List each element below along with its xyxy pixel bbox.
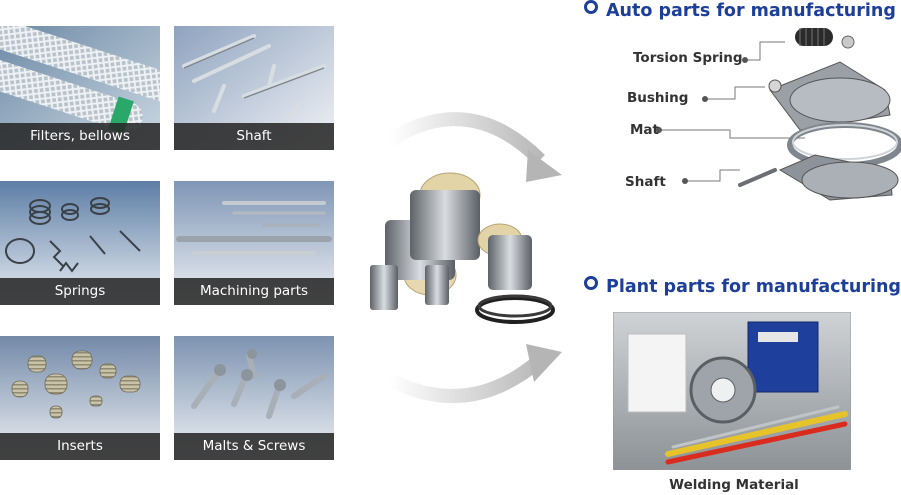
auto-parts-title: Auto parts for manufacturing <box>584 0 896 21</box>
arrow-up-curve <box>386 112 562 182</box>
bullet-icon <box>584 276 598 290</box>
tile-shaft[interactable]: Shaft <box>174 26 334 150</box>
bushing-image <box>768 61 891 131</box>
callout-shaft: Shaft <box>625 174 666 190</box>
tile-filters-bellows[interactable]: Filters, bellows <box>0 26 160 150</box>
center-graphic <box>370 112 562 403</box>
tile-malts-screws[interactable]: Malts & Screws <box>174 336 334 460</box>
callout-mat: Mat <box>630 122 659 138</box>
tile-caption: Machining parts <box>174 278 334 305</box>
auto-parts-diagram <box>656 28 901 201</box>
torsion-spring-image <box>795 28 855 49</box>
tile-caption: Inserts <box>0 433 160 460</box>
welding-material-image <box>613 312 851 470</box>
tile-caption: Shaft <box>174 123 334 150</box>
shaft-part-image <box>738 154 899 201</box>
tile-inserts[interactable]: Inserts <box>0 336 160 460</box>
callout-bushing: Bushing <box>627 90 689 106</box>
bullet-icon <box>584 0 598 14</box>
tile-machining-parts[interactable]: Machining parts <box>174 181 334 305</box>
welding-material-caption: Welding Material <box>669 477 799 493</box>
tile-caption: Filters, bellows <box>0 123 160 150</box>
arrow-down-curve <box>386 344 562 403</box>
wire-spools-image <box>370 172 555 324</box>
tile-caption: Malts & Screws <box>174 433 334 460</box>
callout-torsion-spring: Torsion Spring <box>633 50 743 66</box>
tile-caption: Springs <box>0 278 160 305</box>
tile-springs[interactable]: Springs <box>0 181 160 305</box>
plant-parts-title: Plant parts for manufacturing <box>584 276 901 297</box>
